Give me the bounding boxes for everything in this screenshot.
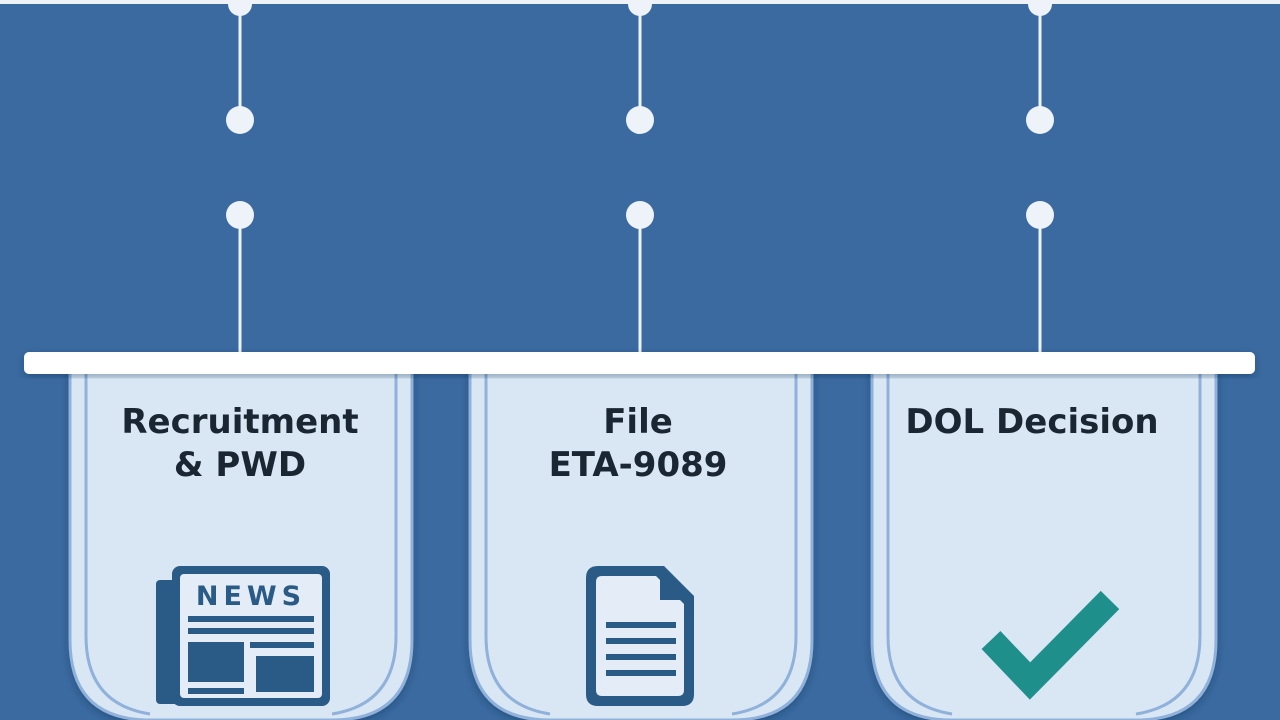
newspaper-icon: NEWS	[156, 566, 330, 706]
stage-card-3	[870, 360, 1218, 720]
connector-dot	[626, 106, 654, 134]
shelf-bar	[24, 352, 1255, 374]
connector-dot	[228, 0, 252, 16]
stage-title-1: Recruitment & PWD	[121, 402, 359, 485]
stage-card-2	[468, 360, 814, 720]
newspaper-icon-label: NEWS	[196, 581, 306, 612]
connector-dot	[1028, 0, 1052, 16]
connector-dot	[226, 106, 254, 134]
stage-title-2: File ETA-9089	[548, 402, 728, 485]
stage-title-3: DOL Decision	[905, 402, 1159, 442]
document-icon	[586, 566, 694, 706]
connector-1	[226, 0, 254, 356]
connector-2	[626, 0, 654, 356]
connector-3	[1026, 0, 1054, 356]
connector-dot	[1026, 106, 1054, 134]
checkmark-icon	[981, 590, 1120, 700]
connector-dot	[628, 0, 652, 16]
